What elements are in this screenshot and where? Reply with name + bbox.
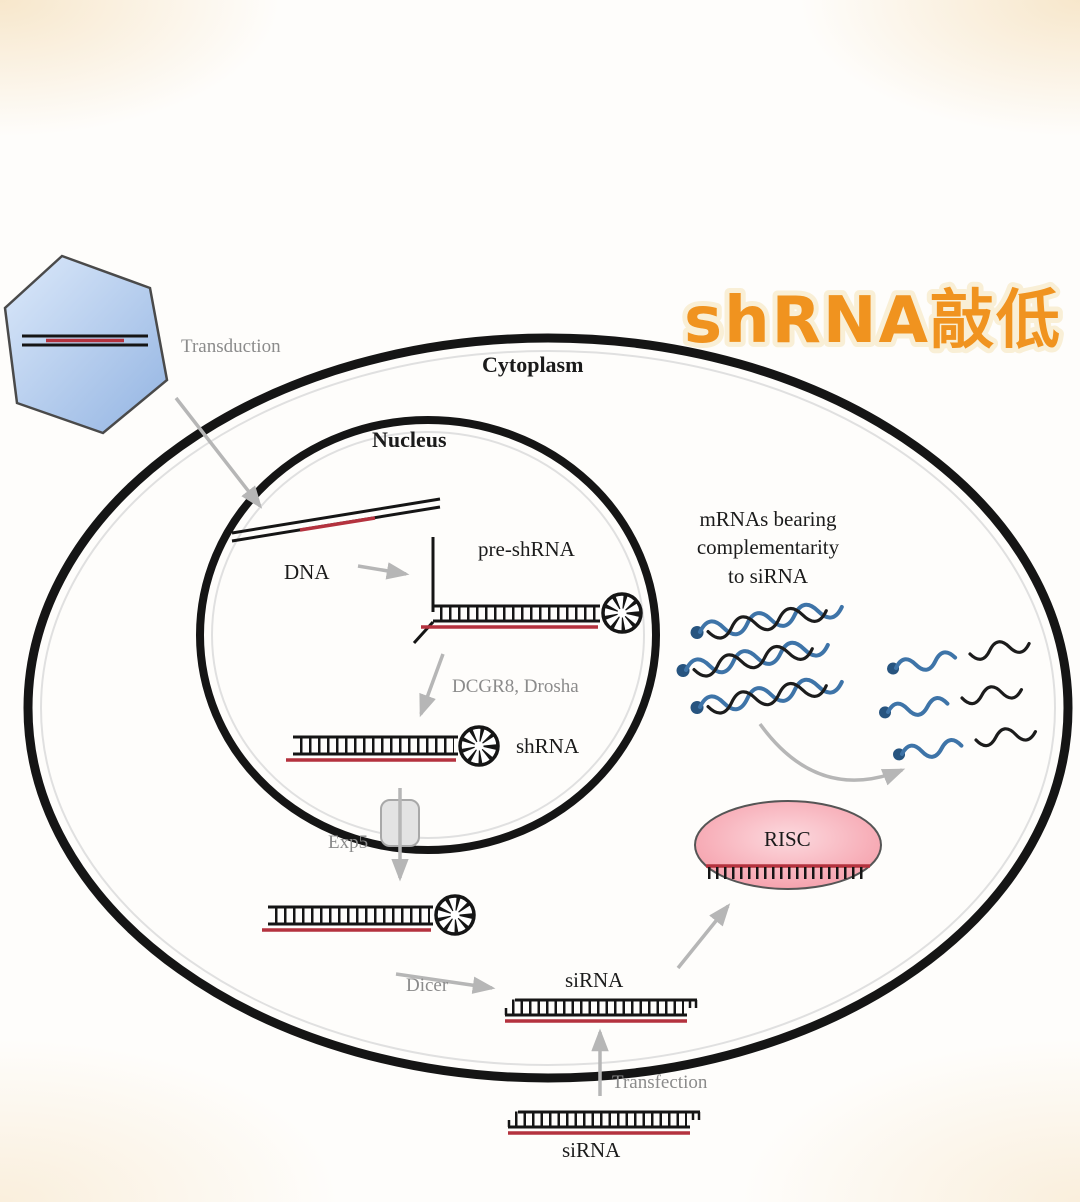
- sirna-duplex-cytoplasm: [504, 998, 698, 1023]
- drosha-processing-arrow: [419, 653, 445, 718]
- nucleus-membrane: [196, 416, 660, 854]
- shrna-label: shRNA: [516, 734, 580, 758]
- cytoplasmic-shrna-hairpin: [262, 894, 476, 936]
- mrna-black-strand: [706, 607, 828, 640]
- sirna-cytoplasm-label: siRNA: [565, 968, 624, 992]
- fragment-blue-strand: [894, 650, 958, 672]
- mrna-fragment-black: [968, 640, 1031, 661]
- risc-label: RISC: [764, 827, 811, 851]
- dicer-label: Dicer: [406, 975, 449, 996]
- mrna-fragment-black: [974, 727, 1038, 748]
- nucleus-membrane-echo: [211, 431, 645, 839]
- sirna-duplex-outside: [507, 1110, 701, 1135]
- mrna-black-strand: [692, 645, 814, 678]
- nucleus-membrane-outline: [196, 416, 660, 854]
- mrna-intact-group: [676, 602, 844, 715]
- mrna-fragment-blue: [893, 738, 964, 761]
- fragment-blue-strand: [886, 696, 950, 717]
- mrna-molecule: [690, 602, 844, 640]
- nucleus-label: Nucleus: [372, 427, 447, 452]
- mrna-black-strand: [706, 682, 828, 715]
- mrna-fragment-blue: [879, 696, 950, 719]
- transduction-label: Transduction: [181, 336, 281, 357]
- exp5-label: Exp5: [328, 832, 369, 853]
- fragment-black-strand: [974, 727, 1038, 748]
- dna-label: DNA: [284, 560, 330, 584]
- mrna-cleaved-group: [879, 640, 1038, 761]
- sirna-to-risc-arrow: [676, 903, 731, 970]
- virus-particle: [3, 254, 169, 435]
- mrna-fragment-blue: [887, 650, 958, 675]
- title-text: shRNA敲低: [684, 284, 1062, 358]
- risc-cleavage-arrow: [758, 722, 906, 786]
- cell-membrane-echo: [40, 350, 1056, 1066]
- drosha-label: DCGR8, Drosha: [452, 676, 579, 697]
- pre-shrna-label: pre-shRNA: [478, 537, 575, 561]
- mrna-molecule: [676, 640, 830, 678]
- mrna-fragment-black: [960, 685, 1024, 706]
- transduction-arrow: [174, 396, 263, 509]
- fragment-black-strand: [960, 685, 1024, 706]
- fragment-blue-strand: [900, 738, 964, 759]
- fragment-black-strand: [968, 640, 1031, 661]
- sirna-outside-label: siRNA: [562, 1138, 621, 1162]
- shrna-hairpin: [286, 725, 500, 767]
- pre-shrna-flank-diagonal: [412, 620, 435, 645]
- mrna-caption: mRNAs bearing complementarity to siRNA: [696, 507, 840, 588]
- dna-to-preshrna-arrow: [357, 562, 410, 580]
- nuclear-dna: [231, 497, 441, 543]
- mrna-molecule: [690, 677, 844, 715]
- transfection-label: Transfection: [612, 1072, 708, 1093]
- cytoplasm-label: Cytoplasm: [482, 352, 584, 377]
